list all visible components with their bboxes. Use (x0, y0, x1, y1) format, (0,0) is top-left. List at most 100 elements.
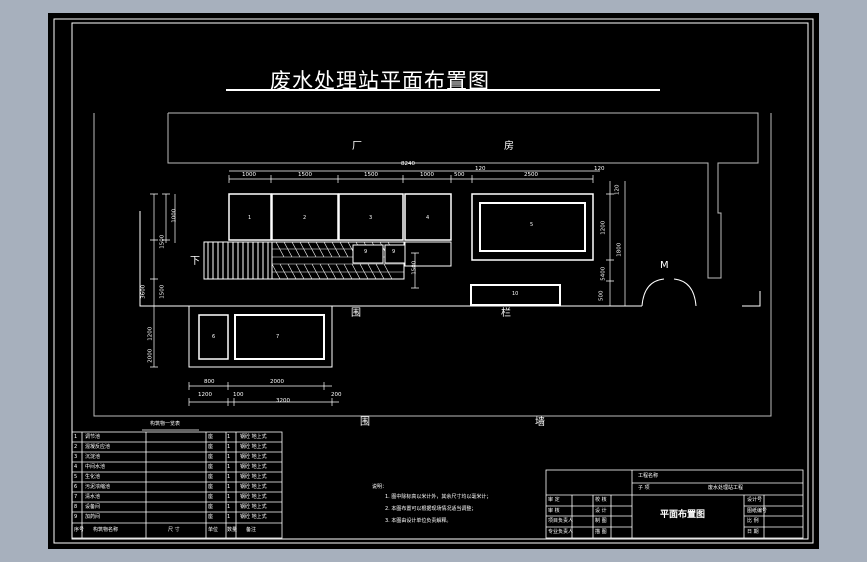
lower-block (188, 305, 333, 368)
drawing-name: 平面布置图 (660, 510, 706, 520)
table-cell: 4 (74, 464, 78, 470)
note-line: 1. 图中除标高以米计外，其余尺寸均以毫米计； (385, 494, 492, 500)
dim-text: 1200 (600, 220, 607, 235)
table-cell: 1 (227, 464, 231, 470)
note-line: 3. 本图由设计单位负责解释。 (385, 518, 452, 524)
dim-mid (411, 252, 419, 289)
title-block (545, 469, 804, 539)
dim-text: 3600 (140, 284, 147, 299)
dim-text: 1000 (171, 208, 178, 223)
table-cell: 5 (74, 474, 78, 480)
table-cell: 1 (227, 514, 231, 520)
structures-table (71, 429, 283, 539)
tank-5-inner (479, 202, 586, 252)
tank-number: 10 (512, 291, 519, 297)
note-line: 2. 本图布置可以根据现场情况适当调整； (385, 506, 477, 512)
dim-text: 120 (614, 184, 621, 196)
table-cell: 钢砼 地上式 (240, 464, 267, 470)
table-cell: 1 (227, 434, 231, 440)
table-cell: 1 (227, 494, 231, 500)
dim-total: 8240 (401, 161, 415, 167)
dim-text: 1500 (411, 260, 418, 275)
pipe-strip (271, 241, 405, 280)
table-cell: 钢砼 地上式 (240, 454, 267, 460)
dim-text: 500 (598, 290, 605, 302)
table-cell: 座 (208, 514, 214, 520)
tb-cell: 图纸编号 (747, 508, 768, 514)
dim-top (228, 170, 600, 183)
table-header-cell: 备注 (246, 527, 257, 533)
factory-label-right: 房 (504, 141, 514, 152)
table-cell: 8 (74, 504, 78, 510)
stair-treads (207, 242, 269, 279)
table-cell: 1 (227, 474, 231, 480)
table-cell: 钢砼 地上式 (240, 434, 267, 440)
item-label: 子 项 (638, 485, 650, 491)
dim-text: 1200 (147, 326, 154, 341)
stairs-down-label: 下 (190, 256, 200, 267)
table-cell: 座 (208, 474, 214, 480)
table-header-cell: 序号 (74, 527, 85, 533)
tank-number: 1 (248, 215, 252, 221)
tank-7 (234, 314, 325, 360)
table-cell: 钢砼 地上式 (240, 504, 267, 510)
table-cell: 2 (74, 444, 78, 450)
tank-10 (470, 284, 561, 306)
factory-label-left: 厂 (352, 141, 362, 152)
table-cell: 座 (208, 454, 214, 460)
dim-text: 3200 (276, 398, 290, 404)
table-cell: 座 (208, 444, 214, 450)
table-cell: 1 (227, 444, 231, 450)
tank-1 (228, 193, 272, 241)
table-cell: 钢砼 地上式 (240, 474, 267, 480)
dim-text: 100 (233, 392, 244, 398)
outer-border (53, 18, 814, 544)
dim-text: 200 (331, 392, 342, 398)
tb-cell: 制 图 (595, 518, 607, 524)
tb-cell: 设计号 (747, 497, 763, 503)
table-cell: 中间水池 (85, 464, 106, 470)
bottom-wall-label-right: 墙 (535, 417, 545, 428)
table-cell: 加药间 (85, 514, 101, 520)
table-cell: 1 (74, 434, 78, 440)
dim-text: 5400 (600, 266, 607, 281)
tank-number: 9 (392, 249, 396, 255)
gate-label: M (660, 260, 669, 271)
tb-cell: 设 计 (595, 508, 607, 514)
dim-text: 2500 (524, 172, 538, 178)
table-cell: 生化池 (85, 474, 101, 480)
drawing-title: 废水处理站平面布置图 (270, 69, 490, 93)
tank-number: 6 (212, 334, 216, 340)
dim-text: 1500 (159, 234, 166, 249)
tb-cell: 审 定 (548, 497, 560, 503)
dim-text: 2000 (147, 348, 154, 363)
tank-9c (404, 241, 452, 267)
table-cell: 座 (208, 434, 214, 440)
tank-4 (404, 193, 452, 241)
table-cell: 1 (227, 484, 231, 490)
notes-heading: 说明： (372, 484, 388, 490)
pipe-hatch (271, 241, 404, 280)
gate-arc-left (641, 278, 665, 307)
dim-text: 120 (594, 166, 605, 172)
dim-text: 2000 (270, 379, 284, 385)
project-label: 工程名称 (638, 473, 659, 479)
tank-5-outer (471, 193, 594, 261)
tb-cell: 描 图 (595, 529, 607, 535)
table-cell: 钢砼 地上式 (240, 484, 267, 490)
table-cell: 座 (208, 494, 214, 500)
wall-label-right: 栏 (501, 308, 511, 319)
bottom-wall-label-left: 围 (360, 417, 370, 428)
table-caption: 构筑物一览表 (150, 421, 181, 427)
table-cell: 9 (74, 514, 78, 520)
table-cell: 沉淀池 (85, 454, 101, 460)
table-cell: 清水池 (85, 494, 101, 500)
dim-text: 1500 (159, 284, 166, 299)
table-cell: 设备间 (85, 504, 101, 510)
gate-arc-right (673, 278, 697, 307)
table-header-cell: 数量 (227, 527, 238, 533)
table-cell: 7 (74, 494, 78, 500)
table-cell: 3 (74, 454, 78, 460)
dim-text: 1500 (364, 172, 378, 178)
table-cell: 6 (74, 484, 78, 490)
